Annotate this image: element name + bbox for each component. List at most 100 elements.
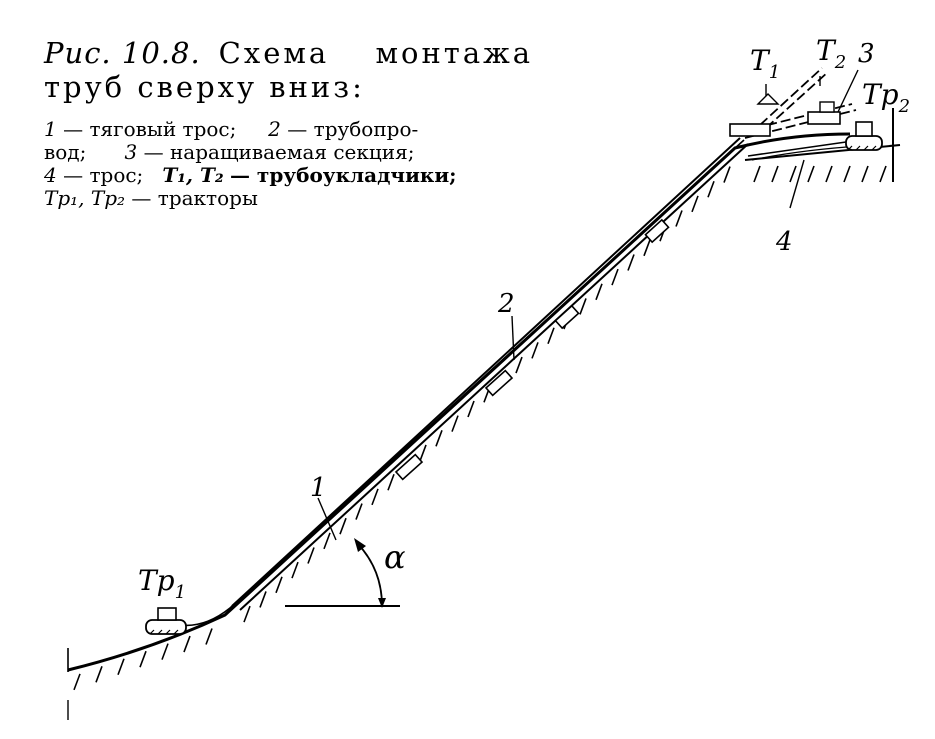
legend-num-t: T₁, T₂ — [162, 163, 224, 187]
legend-num-1: 1 — [44, 117, 57, 141]
tractor-tp2-body — [845, 135, 883, 151]
hatch-mark — [371, 488, 379, 506]
label-2: 2 — [497, 289, 515, 319]
legend-line-3: 4 — трос; T₁, T₂ — трубоукладчики; — [44, 164, 584, 187]
hatch-mark — [627, 254, 635, 271]
legend-line-1: 1 — тяговый трос; 2 — трубопро- — [44, 118, 584, 141]
hatch-mark — [205, 628, 213, 645]
hatch-mark — [675, 210, 683, 227]
hatch-mark — [547, 327, 555, 345]
label-tp1: Tp1 — [138, 564, 186, 603]
label-t2-sub: 2 — [834, 52, 846, 73]
leader-4 — [789, 159, 805, 209]
hatch-mark — [707, 180, 715, 198]
hatch-mark — [531, 342, 539, 359]
pipe-joint — [484, 369, 514, 397]
label-t2: T2 — [816, 34, 846, 73]
pipe-joint — [644, 218, 670, 244]
hatch-mark — [515, 356, 523, 374]
hatch-mark — [291, 561, 299, 579]
pipe-layer-t1 — [729, 123, 771, 137]
legend-line-4: Tp₁, Tp₂ — тракторы — [44, 187, 584, 210]
label-tp1-main: Tp — [138, 564, 175, 597]
added-section — [729, 67, 857, 139]
hatch-mark — [611, 268, 619, 286]
label-tp1-sub: 1 — [175, 582, 186, 603]
hatch-mark — [753, 165, 761, 183]
label-t1: T1 — [750, 44, 780, 83]
tractor-tp1-hatching — [149, 629, 179, 635]
alpha-arrow-bottom — [378, 598, 386, 608]
hatch-mark — [879, 165, 887, 183]
leader-1 — [317, 497, 337, 541]
pipeline — [231, 137, 749, 611]
tractor-tp1-cab — [157, 607, 177, 621]
label-alpha: α — [384, 538, 406, 576]
figure-caption: Рис. 10.8.Схема монтажа труб сверху вниз… — [44, 36, 584, 210]
legend-num-tp: Tp₁, Tp₂ — [44, 186, 126, 210]
hatch-mark — [861, 165, 869, 183]
label-t2-main: T — [816, 34, 837, 67]
alpha-arrow-top — [354, 538, 366, 552]
leader-2 — [511, 315, 515, 361]
pipe-layer-t2 — [807, 111, 841, 125]
tractor-tp2-cab — [855, 121, 873, 137]
hatch-mark — [307, 547, 315, 564]
label-t1-main: T — [750, 44, 771, 77]
hatch-mark — [643, 239, 651, 257]
label-1: 1 — [310, 473, 327, 503]
figure-number: Рис. 10.8. — [44, 36, 201, 70]
legend-text-2: — трубопро- — [287, 117, 419, 141]
hatch-mark — [807, 165, 815, 183]
hatch-mark — [435, 430, 443, 447]
legend-text-t: — трубоукладчики; — [229, 163, 457, 187]
legend-text-3: — наращиваемая секция; — [143, 140, 415, 164]
hatch-mark — [691, 195, 699, 213]
legend-text-tp: — тракторы — [131, 186, 258, 210]
label-3: 3 — [858, 39, 875, 69]
hatch-mark — [243, 605, 251, 623]
label-tp2: Tp2 — [862, 78, 910, 117]
caption-title: Рис. 10.8.Схема монтажа труб сверху вниз… — [44, 36, 584, 104]
hatch-mark — [95, 666, 103, 683]
added-section-raised — [759, 67, 823, 126]
pipeline-edge-lower — [239, 143, 749, 611]
tractor-tp2-hatching — [847, 145, 877, 151]
hatch-mark — [451, 415, 459, 432]
caption-title-line1: Схема монтажа — [218, 36, 534, 70]
legend-text-4: — трос; — [63, 163, 144, 187]
hatch-mark — [117, 658, 125, 676]
pipeline-edge-upper — [231, 137, 741, 607]
hatch-mark — [183, 635, 191, 653]
legend-text-1: — тяговый трос; — [63, 117, 237, 141]
hatch-mark — [419, 444, 427, 462]
legend: 1 — тяговый трос; 2 — трубопро- вод; 3 —… — [44, 118, 584, 210]
leader-3 — [837, 69, 859, 113]
tractor-tp1 — [145, 607, 187, 635]
pipe-joint — [554, 304, 580, 330]
hatch-mark — [355, 503, 363, 520]
hatch-mark — [825, 165, 833, 183]
hatch-mark — [723, 166, 731, 183]
label-4: 4 — [775, 227, 793, 257]
hatch-mark — [161, 643, 169, 660]
hatch-mark — [339, 517, 347, 535]
t1-boom — [756, 93, 780, 105]
pipe-joint — [394, 453, 424, 481]
hatch-mark — [259, 591, 267, 608]
ground-hatching — [73, 165, 887, 691]
hatch-mark — [771, 165, 779, 183]
hatch-mark — [275, 576, 283, 594]
tractor-tp2 — [845, 121, 883, 151]
alpha-arc — [357, 543, 383, 607]
label-tp2-main: Tp — [862, 78, 899, 111]
hatch-mark — [387, 473, 395, 491]
pipe-layer-t2-cab — [819, 101, 835, 113]
legend-num-3: 3 — [124, 140, 138, 164]
hatch-mark — [467, 400, 475, 418]
hatch-mark — [579, 298, 587, 315]
label-t1-sub: 1 — [769, 62, 780, 83]
hatch-mark — [789, 165, 797, 183]
hatch-mark — [73, 673, 81, 691]
hatch-mark — [843, 165, 851, 183]
